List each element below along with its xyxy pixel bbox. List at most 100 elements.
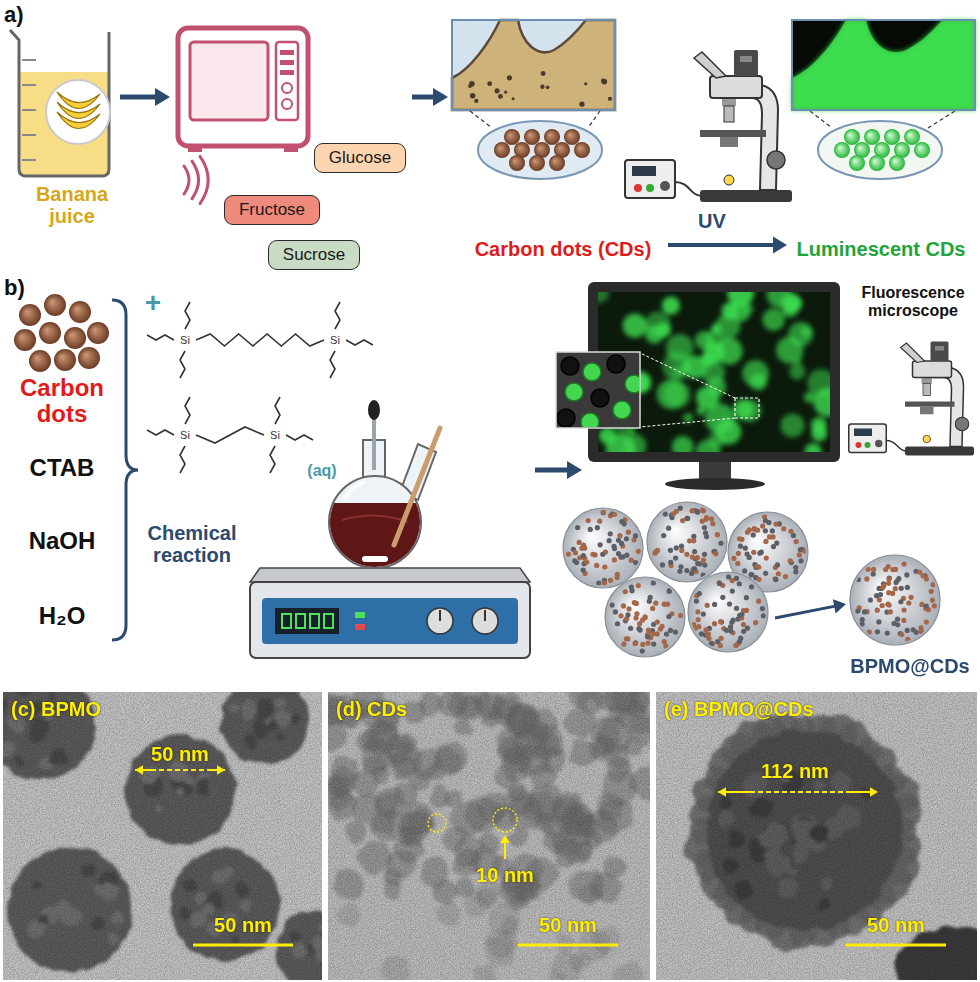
bpmo-spheres bbox=[563, 502, 940, 657]
monitor bbox=[623, 434, 646, 452]
process-arrow bbox=[535, 461, 582, 479]
process-arrow bbox=[833, 599, 846, 613]
bpmo-spheres bbox=[608, 578, 613, 583]
bright-field-image bbox=[498, 94, 503, 99]
monitor bbox=[683, 355, 706, 378]
bpmo-spheres bbox=[899, 632, 904, 637]
monitor bbox=[640, 418, 735, 427]
bpmo-spheres bbox=[684, 552, 689, 557]
bpmo-spheres bbox=[734, 606, 739, 611]
tem-image bbox=[328, 692, 650, 980]
magnified-dots bbox=[494, 142, 510, 158]
silane-structure bbox=[180, 351, 185, 378]
bpmo-spheres bbox=[764, 555, 769, 560]
scale-bar-label: 50 nm bbox=[539, 914, 597, 936]
tem-image bbox=[846, 791, 871, 793]
bpmo-spheres bbox=[619, 519, 624, 524]
bpmo-spheres bbox=[690, 555, 695, 560]
tem-image bbox=[135, 765, 143, 775]
silane-structure bbox=[147, 335, 174, 340]
bright-field-image bbox=[452, 20, 615, 110]
bright-field-image bbox=[546, 85, 550, 89]
bpmo-spheres bbox=[594, 563, 599, 568]
silane-structure bbox=[185, 302, 190, 329]
sample-label: Banana juice bbox=[22, 183, 122, 227]
silane-structure bbox=[147, 302, 373, 473]
microscope bbox=[935, 346, 944, 351]
bpmo-spheres bbox=[742, 568, 747, 573]
bpmo-spheres bbox=[875, 629, 880, 634]
bpmo-spheres bbox=[753, 620, 758, 625]
bpmo-spheres bbox=[629, 558, 634, 563]
monitor bbox=[722, 302, 739, 319]
label-holder: Si bbox=[265, 429, 285, 441]
bpmo-spheres bbox=[755, 528, 760, 533]
bpmo-spheres bbox=[712, 621, 717, 626]
sugar-name: Fructose bbox=[239, 201, 305, 220]
magnified-dots bbox=[889, 155, 905, 171]
magnified-dots bbox=[574, 142, 590, 158]
bpmo-spheres bbox=[601, 510, 606, 515]
bpmo-spheres bbox=[717, 581, 722, 586]
process-label: Chemical reaction bbox=[134, 522, 250, 566]
microwave-oven bbox=[280, 60, 294, 65]
microwave-oven bbox=[282, 99, 292, 109]
bpmo-spheres bbox=[611, 544, 616, 549]
bpmo-spheres bbox=[563, 508, 643, 588]
bpmo-spheres bbox=[905, 637, 910, 642]
bpmo-spheres bbox=[914, 630, 919, 635]
bpmo-spheres bbox=[652, 506, 723, 578]
microwave-oven bbox=[280, 70, 294, 75]
silane-structure bbox=[196, 427, 264, 443]
bpmo-spheres bbox=[679, 548, 684, 553]
bpmo-spheres bbox=[667, 589, 672, 594]
label-holder: Carbon dots (CDs) bbox=[463, 238, 663, 260]
inset-image bbox=[607, 355, 625, 373]
stirrer-hotplate bbox=[484, 610, 486, 621]
bpmo-spheres bbox=[763, 518, 768, 523]
carbon-dots bbox=[78, 347, 100, 369]
bpmo-spheres bbox=[744, 595, 749, 600]
bpmo-spheres bbox=[701, 572, 706, 577]
microscope bbox=[905, 402, 955, 407]
bpmo-spheres bbox=[917, 569, 922, 574]
fluorescence-image bbox=[792, 20, 975, 110]
bpmo-spheres bbox=[729, 620, 734, 625]
bright-field-image bbox=[584, 82, 587, 85]
bpmo-spheres bbox=[613, 609, 618, 614]
stirrer-hotplate bbox=[355, 624, 365, 630]
text-holder: 50 nm bbox=[151, 743, 209, 765]
microscope bbox=[923, 384, 931, 396]
microscope bbox=[724, 175, 734, 185]
monitor bbox=[704, 342, 725, 363]
tem-image bbox=[3, 692, 322, 980]
bpmo-spheres bbox=[906, 600, 911, 605]
microscope bbox=[905, 447, 974, 456]
bpmo-spheres bbox=[701, 557, 706, 562]
bpmo-spheres bbox=[680, 518, 685, 523]
bpmo-spheres bbox=[660, 562, 665, 567]
bpmo-spheres bbox=[695, 510, 700, 515]
bpmo-spheres bbox=[738, 636, 743, 641]
inset-image bbox=[625, 375, 639, 393]
bpmo-spheres bbox=[719, 620, 724, 625]
round-bottom-flask bbox=[325, 400, 440, 573]
microscope bbox=[700, 130, 766, 137]
bpmo-spheres bbox=[755, 564, 760, 569]
label-holder: Chemical reaction bbox=[134, 522, 250, 566]
bpmo-spheres bbox=[646, 628, 651, 633]
stirrer-hotplate bbox=[250, 568, 530, 658]
silane-structure bbox=[185, 397, 190, 424]
bpmo-spheres bbox=[737, 613, 742, 618]
bpmo-spheres bbox=[634, 611, 639, 616]
microscope bbox=[675, 182, 702, 196]
bright-field-image bbox=[512, 97, 515, 100]
bpmo-spheres bbox=[730, 578, 735, 583]
label-holder: BPMO@CDs bbox=[845, 655, 975, 677]
bpmo-spheres bbox=[700, 519, 705, 524]
bpmo-spheres bbox=[602, 580, 607, 585]
monitor bbox=[787, 296, 802, 311]
bpmo-spheres bbox=[888, 609, 893, 614]
text-holder: 112 nm bbox=[761, 760, 829, 782]
bpmo-spheres bbox=[901, 561, 906, 566]
